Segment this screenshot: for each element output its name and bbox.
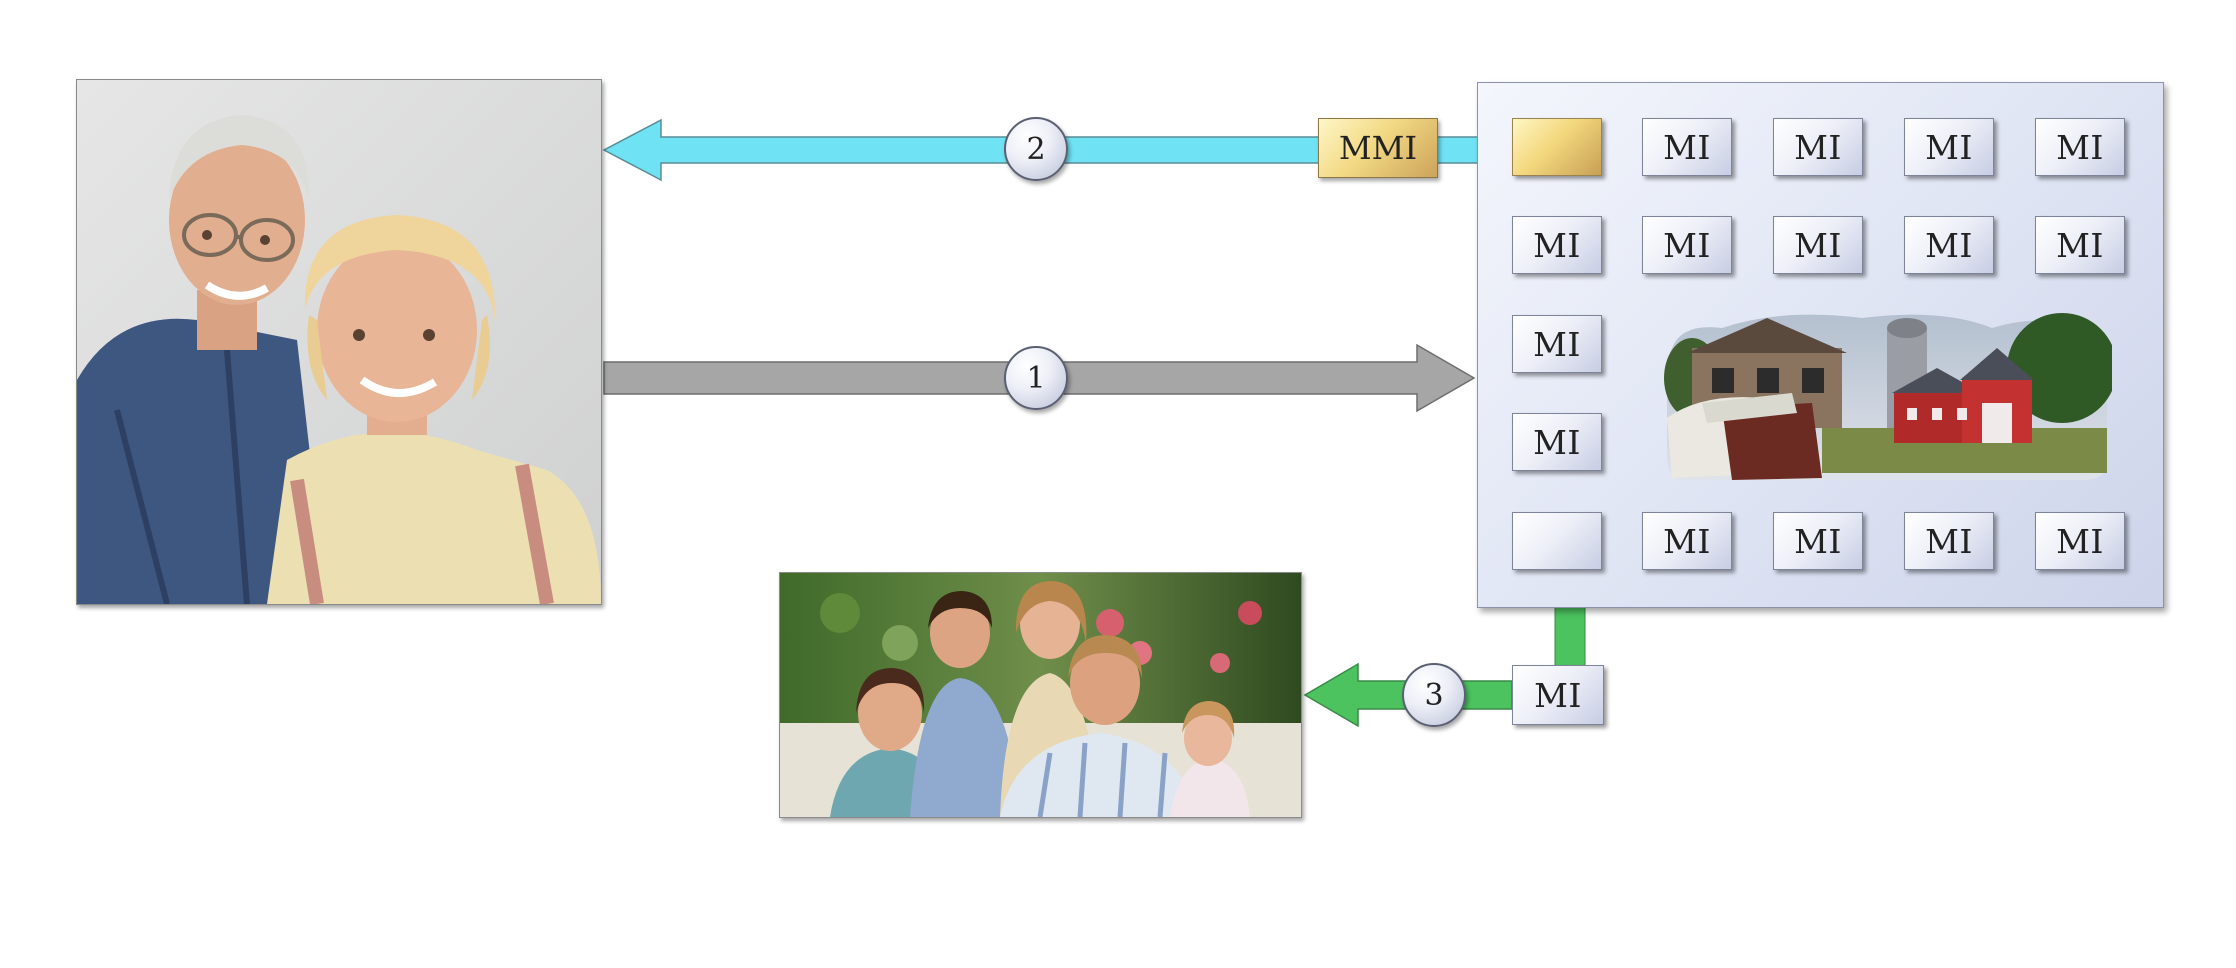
arrow-3-badge: 3 (1402, 663, 1466, 727)
arrow-1-badge: 1 (1004, 346, 1068, 410)
house-and-barn-icon (1664, 313, 2117, 480)
module-tile: MI (2035, 118, 2125, 176)
arrow-3-connector (1554, 605, 1586, 667)
output-module-tile: MI (1512, 665, 1604, 725)
mmi-block: MMI (1318, 118, 1438, 178)
module-tile: MI (1773, 512, 1863, 570)
highlighted-module-tile (1512, 118, 1602, 176)
arrow-2-badge: 2 (1004, 117, 1068, 181)
family-photo-icon (780, 573, 1301, 817)
elderly-couple-photo-icon (77, 80, 601, 604)
family-photo (779, 572, 1302, 818)
module-tile: MI (2035, 216, 2125, 274)
module-tile: MI (2035, 512, 2125, 570)
module-tile: MI (1642, 512, 1732, 570)
module-tile: MI (1773, 216, 1863, 274)
module-tile: MI (1512, 413, 1602, 471)
empty-module-tile (1512, 512, 1602, 570)
module-tile: MI (1773, 118, 1863, 176)
module-tile: MI (1512, 216, 1602, 274)
module-tile: MI (1642, 118, 1732, 176)
module-tile: MI (1904, 512, 1994, 570)
elderly-couple-photo (76, 79, 602, 605)
module-tile: MI (1904, 118, 1994, 176)
module-tile: MI (1904, 216, 1994, 274)
house-and-barn-image (1662, 308, 2117, 483)
module-tile: MI (1642, 216, 1732, 274)
module-tile: MI (1512, 315, 1602, 373)
